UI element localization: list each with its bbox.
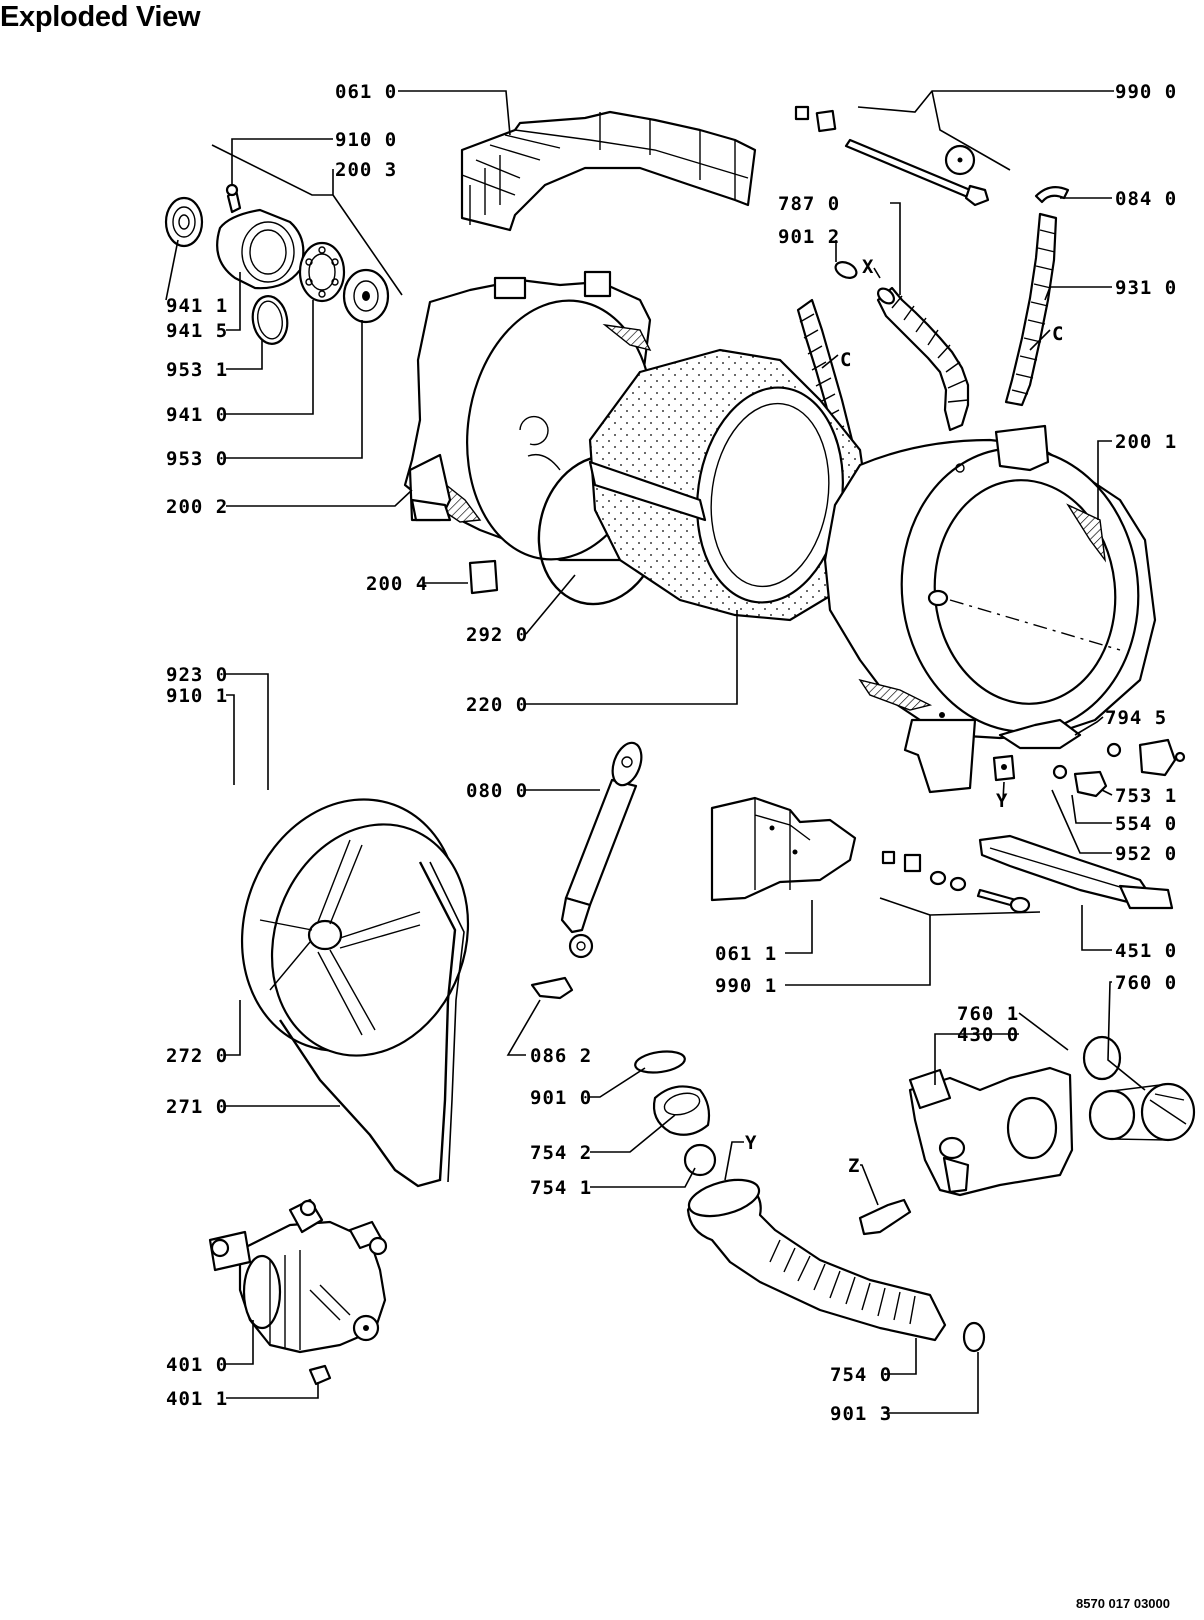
sensor-parts: [1052, 738, 1186, 798]
pad-200-4-part: [468, 559, 499, 595]
pulley-wheel-part: [240, 798, 470, 1057]
label-y-tub: Y: [996, 790, 1008, 812]
label-941-0: 941 0: [166, 404, 228, 426]
label-z: Z: [848, 1155, 860, 1177]
shock-absorber-part: [560, 741, 643, 959]
label-754-2: 754 2: [530, 1142, 592, 1164]
label-200-1: 200 1: [1115, 431, 1177, 453]
label-292-0: 292 0: [466, 624, 528, 646]
part-labels: 061 0 990 0 910 0 200 3 787 0 084 0 901 …: [166, 81, 1177, 1425]
label-080-0: 080 0: [466, 780, 528, 802]
label-952-0: 952 0: [1115, 843, 1177, 865]
bearing-assembly-part: [164, 183, 390, 345]
label-990-1: 990 1: [715, 975, 777, 997]
label-430-0: 430 0: [957, 1024, 1019, 1046]
page-title: Exploded View: [0, 1, 201, 33]
label-c-mid: C: [840, 349, 852, 371]
label-754-0: 754 0: [830, 1364, 892, 1386]
label-c-right: C: [1052, 323, 1064, 345]
label-753-1: 753 1: [1115, 785, 1177, 807]
front-tub-part: [823, 424, 1157, 794]
hose-ring-parts: [634, 1050, 717, 1177]
label-272-0: 272 0: [166, 1045, 228, 1067]
bellows-hose-part: [876, 286, 970, 432]
drum-part: [588, 348, 872, 622]
label-953-0: 953 0: [166, 448, 228, 470]
drain-hose-part: [686, 1178, 947, 1342]
label-941-1: 941 1: [166, 295, 228, 317]
counterweight-top-part: [460, 110, 757, 232]
motor-part: [208, 1198, 388, 1354]
label-910-0: 910 0: [335, 129, 397, 151]
label-990-0: 990 0: [1115, 81, 1177, 103]
label-910-1: 910 1: [166, 685, 228, 707]
label-754-1: 754 1: [530, 1177, 592, 1199]
leader-lines: [165, 90, 1146, 1414]
label-401-1: 401 1: [166, 1388, 228, 1410]
label-084-0: 084 0: [1115, 188, 1177, 210]
label-554-0: 554 0: [1115, 813, 1177, 835]
label-901-3: 901 3: [830, 1403, 892, 1425]
label-953-1: 953 1: [166, 359, 228, 381]
bolt-set-lower-part: [881, 850, 1031, 914]
label-200-4: 200 4: [366, 573, 428, 595]
label-794-5: 794 5: [1105, 707, 1167, 729]
label-086-2: 086 2: [530, 1045, 592, 1067]
label-x-top: X: [862, 256, 874, 278]
label-787-0: 787 0: [778, 193, 840, 215]
label-061-1: 061 1: [715, 943, 777, 965]
heating-element-part: [978, 834, 1174, 910]
bracket-401-1-part: [308, 1364, 332, 1386]
label-901-0: 901 0: [530, 1087, 592, 1109]
label-901-2: 901 2: [778, 226, 840, 248]
label-271-0: 271 0: [166, 1096, 228, 1118]
label-760-1: 760 1: [957, 1003, 1019, 1025]
drive-belt-part: [279, 861, 465, 1188]
clip-086-2-part: [530, 976, 574, 1000]
counterweight-lower-part: [710, 796, 857, 902]
elbow-hose-part: [858, 1198, 912, 1236]
label-923-0: 923 0: [166, 664, 228, 686]
label-931-0: 931 0: [1115, 277, 1177, 299]
label-200-3: 200 3: [335, 159, 397, 181]
drain-pump-part: [908, 1035, 1196, 1197]
label-451-0: 451 0: [1115, 940, 1177, 962]
label-401-0: 401 0: [166, 1354, 228, 1376]
label-760-0: 760 0: [1115, 972, 1177, 994]
label-941-5: 941 5: [166, 320, 228, 342]
label-061-0-top: 061 0: [335, 81, 397, 103]
label-y-hose: Y: [745, 1132, 757, 1154]
label-220-0: 220 0: [466, 694, 528, 716]
clamp-901-2-part: [834, 261, 858, 279]
clamp-901-3-part: [962, 1321, 986, 1353]
label-200-2: 200 2: [166, 496, 228, 518]
bolt-set-top-part: [794, 105, 990, 207]
document-number: 8570 017 03000: [1076, 1596, 1170, 1611]
hose-clip-part: [1034, 185, 1070, 204]
corrugated-hose-right-part: [1004, 212, 1058, 407]
